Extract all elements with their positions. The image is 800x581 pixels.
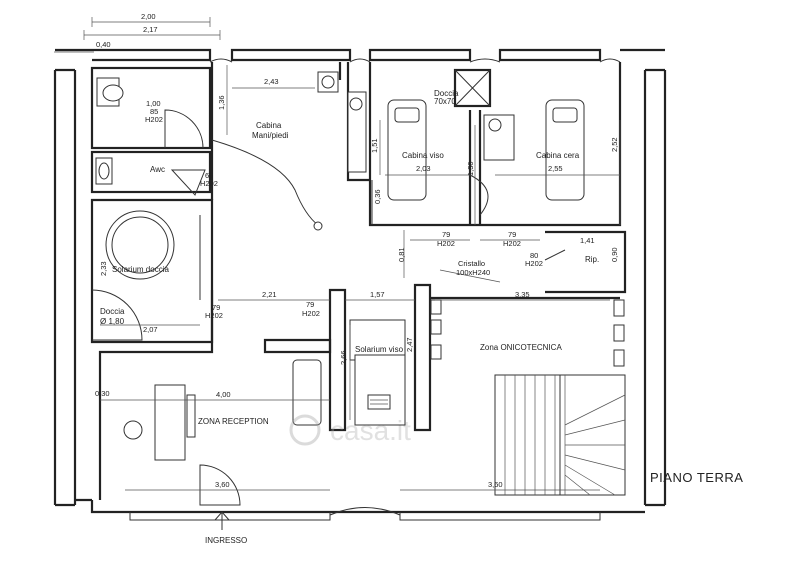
dim-h202-d: H202	[205, 311, 223, 320]
room-awc: Awc	[150, 165, 165, 174]
dim-79-d: 79	[306, 300, 314, 309]
dim-0-36: 0,36	[373, 189, 382, 204]
room-doccia-round-size: Ø 1,80	[100, 317, 125, 326]
dim-0-81: 0,81	[397, 247, 406, 262]
dim-79-b: 79	[508, 230, 516, 239]
dim-79-a: 79	[442, 230, 450, 239]
dim-2-00: 2,00	[141, 12, 156, 21]
dim-0-30: 0,30	[95, 389, 110, 398]
dim-1-36: 1,36	[217, 95, 226, 110]
room-solarium-doccia: Solarium doccia	[112, 265, 169, 274]
dim-65: 65	[205, 171, 213, 180]
dim-3-60-b: 3,60	[488, 480, 503, 489]
dim-4-00: 4,00	[216, 390, 231, 399]
fixtures	[95, 69, 626, 496]
page-title: PIANO TERRA	[650, 470, 743, 485]
dim-0-90: 0,90	[610, 247, 619, 262]
dim-3-60-a: 3,60	[215, 480, 230, 489]
dim-1-00: 1,00	[146, 99, 161, 108]
dim-2-33: 2,33	[99, 261, 108, 276]
dim-1-41: 1,41	[580, 236, 595, 245]
interior-dimension-lines	[100, 65, 621, 491]
dim-2-21: 2,21	[262, 290, 277, 299]
room-manipiedi-label: Mani/piedi	[252, 131, 289, 140]
room-cabina-cera: Cabina cera	[536, 151, 580, 160]
dim-2-07: 2,07	[143, 325, 158, 334]
dim-h202-e: H202	[302, 309, 320, 318]
outer-walls	[53, 48, 667, 521]
room-doccia-sq: Doccia	[434, 89, 459, 98]
dim-3-35: 3,35	[515, 290, 530, 299]
dim-0-40: 0,40	[96, 40, 111, 49]
dim-h202-awc: H202	[200, 179, 218, 188]
dim-2-55: 2,55	[548, 164, 563, 173]
dim-2-52: 2,52	[610, 137, 619, 152]
casa-watermark: casa.it	[289, 414, 411, 446]
dim-80: 80	[530, 251, 538, 260]
top-dimension-lines	[54, 17, 221, 53]
dim-h202-a: H202	[437, 239, 455, 248]
room-doccia-round: Doccia	[100, 307, 125, 316]
dim-h202-c: H202	[525, 259, 543, 268]
dim-2-17: 2,17	[143, 25, 158, 34]
cristallo-label: Cristallo	[458, 259, 485, 268]
dim-1-57: 1,57	[370, 290, 385, 299]
dim-2-43: 2,43	[264, 77, 279, 86]
room-solarium-viso: Solarium viso	[355, 345, 404, 354]
room-rip: Rip.	[585, 255, 599, 264]
dim-79-c: 79	[212, 303, 220, 312]
ingresso-label: INGRESSO	[205, 536, 247, 545]
watermark-text: casa.it	[330, 415, 411, 446]
dim-2-47: 2,47	[405, 337, 414, 352]
dim-h202-b: H202	[503, 239, 521, 248]
door-swings	[91, 109, 566, 530]
cristallo-size: 100xH240	[456, 268, 490, 277]
dim-85: 85	[150, 107, 158, 116]
room-cabina-viso: Cabina viso	[402, 151, 444, 160]
room-zona-onicotecnica: Zona ONICOTECNICA	[480, 343, 562, 352]
dim-2-03: 2,03	[416, 164, 431, 173]
dim-2-66: 2,66	[339, 350, 348, 365]
room-doccia-sq-size: 70x70	[434, 97, 456, 106]
dim-1-30: 1,30	[466, 161, 475, 176]
dim-1-51: 1,51	[370, 138, 379, 153]
room-zona-reception: ZONA RECEPTION	[198, 417, 269, 426]
dim-h202-wc: H202	[145, 115, 163, 124]
room-cabina-label: Cabina	[256, 121, 282, 130]
